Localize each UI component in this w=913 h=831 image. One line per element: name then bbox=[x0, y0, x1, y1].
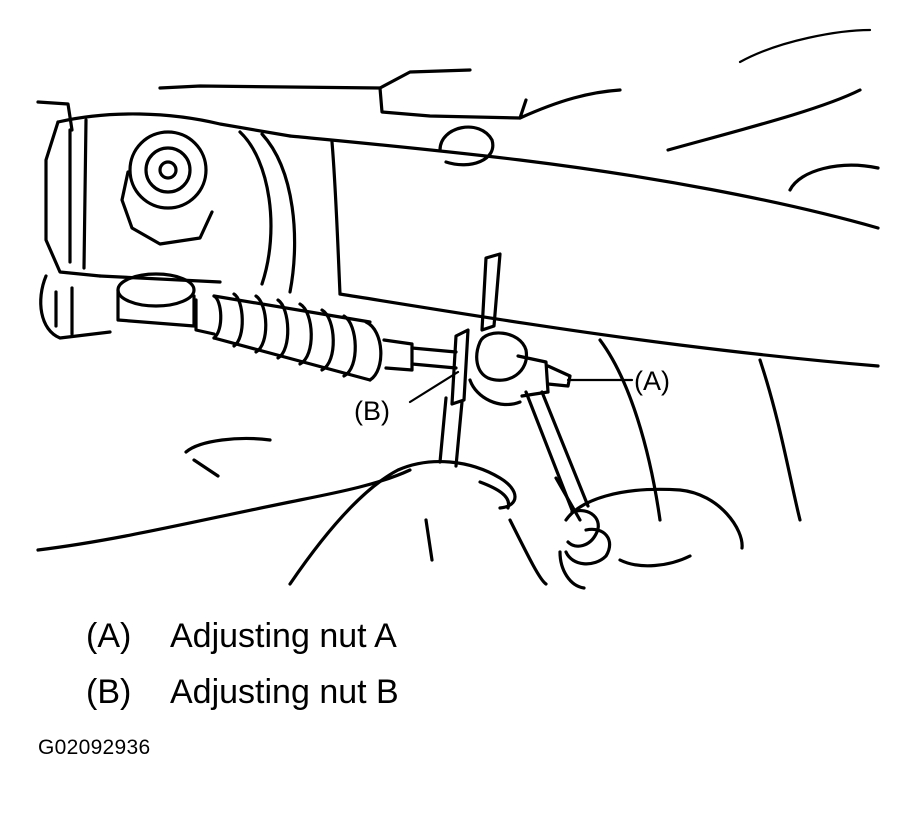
adjuster-bracket bbox=[450, 252, 572, 407]
callout-b: (B) bbox=[354, 370, 460, 426]
callout-a: (A) bbox=[566, 366, 670, 396]
figure-id-label: G02092936 bbox=[38, 736, 151, 759]
legend-key-a: (A) bbox=[86, 617, 132, 655]
legend-item-a: (A) Adjusting nut A bbox=[86, 616, 397, 656]
underbody-background bbox=[36, 28, 880, 522]
parking-brake-adjustment-illustration: (A) (B) bbox=[36, 28, 880, 590]
brake-cable-boot bbox=[194, 292, 458, 382]
legend-text-a: Adjusting nut A bbox=[170, 617, 397, 655]
legend-key-b: (B) bbox=[86, 673, 132, 711]
callout-b-label: (B) bbox=[354, 396, 390, 426]
mechanic-hands bbox=[36, 436, 744, 590]
propeller-shaft bbox=[39, 112, 880, 368]
callout-a-label: (A) bbox=[634, 366, 670, 396]
callout-b-leader-line bbox=[408, 370, 460, 404]
legend-text-b: Adjusting nut B bbox=[170, 673, 399, 711]
legend-item-b: (B) Adjusting nut B bbox=[86, 672, 399, 712]
